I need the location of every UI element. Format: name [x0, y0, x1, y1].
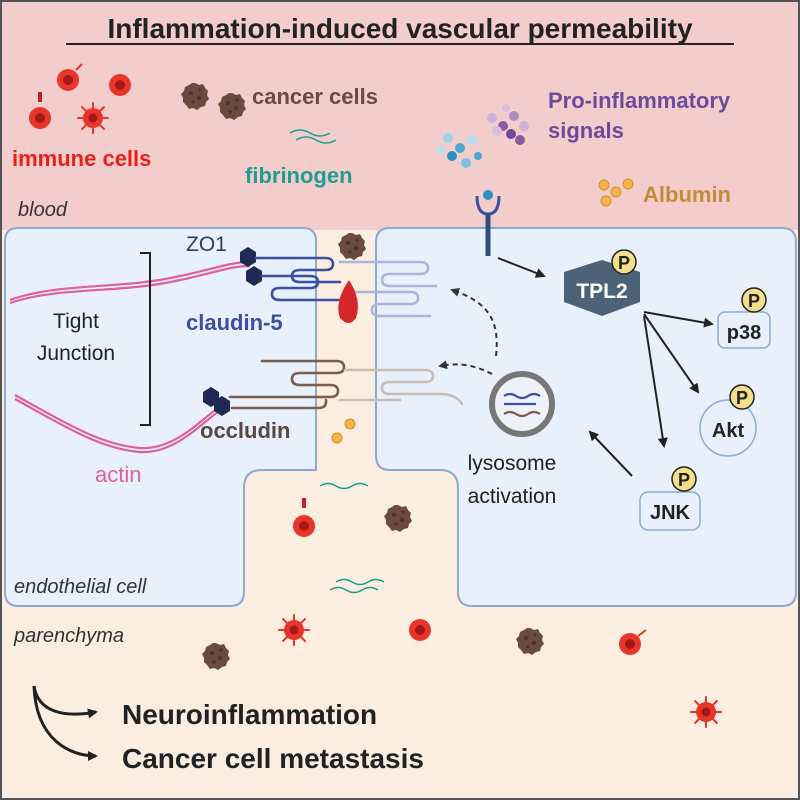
fibrinogen-strand [319, 482, 369, 490]
zo1-proteins [203, 247, 262, 416]
blood-label: blood [18, 199, 68, 221]
occludin-right-faded [338, 368, 464, 406]
claudin-strand [346, 290, 432, 318]
p38-phospho-label: P [748, 291, 760, 311]
immune-cell [29, 107, 51, 129]
immune-cell-tail [38, 92, 42, 102]
kinase-arrows [643, 311, 714, 448]
immune-cell [409, 619, 431, 641]
immune-cell [109, 74, 131, 96]
tight-junction-label-line1: Tight [53, 310, 99, 333]
fibrinogen-strand [335, 578, 385, 586]
immune-cell-tail [302, 498, 306, 508]
fibrinogen-label: fibrinogen [245, 163, 353, 188]
title: Inflammation-induced vascular permeabili… [107, 13, 692, 44]
actin-filament [14, 398, 223, 454]
actin-filament [9, 260, 251, 302]
fibrinogen-gap [319, 482, 385, 594]
immune-cell [57, 69, 79, 91]
claudin-strand [260, 274, 342, 302]
albumin-label: Albumin [643, 182, 731, 207]
albumin-dots [598, 178, 634, 207]
endothelial-cell-label: endothelial cell [14, 576, 147, 598]
actin-filament [14, 394, 223, 450]
pro-inflammatory-label-line1: Pro-inflammatory [548, 88, 731, 113]
akt-node [699, 399, 757, 457]
immune-cell [619, 633, 641, 655]
occludin-label: occludin [200, 418, 290, 443]
fibrinogen-strand [289, 129, 331, 137]
parenchyma-label: parenchyma [13, 625, 124, 647]
zo1-protein [240, 247, 256, 267]
neuroinflammation-label: Neuroinflammation [122, 699, 377, 730]
jnk-label: JNK [650, 502, 691, 524]
actin-label: actin [95, 462, 141, 487]
occludin-strand [230, 398, 328, 410]
immune-cells-label: immune cells [12, 146, 151, 171]
fibrinogen-strand [295, 136, 337, 144]
immune-cell-group-blood [29, 63, 131, 134]
claudin-strand [338, 260, 438, 288]
albumin-gap [331, 418, 356, 444]
actin-filament [9, 264, 251, 305]
cancer-cells-label: cancer cells [252, 84, 378, 109]
immune-cell-star [278, 614, 310, 646]
occludin-left [228, 359, 346, 410]
tight-junction-bracket [140, 252, 151, 426]
blood-region [0, 0, 800, 230]
p38-label: p38 [727, 322, 761, 344]
left-endothelial-cell [4, 227, 317, 607]
claudin-5-label: claudin-5 [186, 310, 283, 335]
arrow-metastasis [32, 685, 98, 761]
immune-cell [293, 515, 315, 537]
actin-filaments [9, 260, 251, 454]
tpl2-label: TPL2 [576, 280, 627, 303]
arrow-tpl2-to-jnk [643, 315, 668, 448]
immune-cell-star [690, 696, 722, 728]
jnk-phospho-label: P [678, 470, 690, 490]
akt-phospho-label: P [736, 388, 748, 408]
receptor [475, 190, 501, 256]
claudin-5-left [254, 256, 342, 302]
lysosome-label-line1: lysosome [468, 452, 557, 475]
immune-cell-spike [637, 629, 647, 637]
occludin-strand [343, 368, 464, 406]
tight-junction-label-line2: Junction [37, 342, 115, 365]
fibrinogen-strand [329, 586, 379, 594]
immune-cell-squeezing [338, 280, 358, 323]
claudin-5-right-faded [338, 260, 438, 318]
arrow-receptor-to-tpl2 [497, 257, 546, 278]
immune-cell-spike [75, 63, 83, 71]
zo1-label: ZO1 [186, 233, 227, 256]
arrow-lysosome-to-occludin [438, 360, 493, 375]
arrow-tpl2-to-p38 [643, 311, 714, 328]
akt-label: Akt [712, 420, 745, 442]
pro-inflammatory-label-line2: signals [548, 118, 624, 143]
arrow-jnk-to-lysosome [588, 430, 633, 477]
tpl2-phospho-label: P [618, 253, 630, 273]
lysosome-label-line2: activation [468, 485, 557, 508]
fibrinogen-strands [289, 129, 337, 144]
occludin-strand [228, 359, 346, 399]
p38-node [717, 311, 771, 349]
zo1-protein [246, 266, 262, 286]
claudin-strand [254, 256, 342, 284]
arrow-lysosome-to-claudin [450, 287, 498, 357]
arrow-tpl2-to-akt [643, 313, 700, 394]
immune-cell-star [77, 102, 109, 134]
jnk-node [639, 491, 701, 531]
metastasis-label: Cancer cell metastasis [122, 743, 424, 774]
lysosome [489, 371, 555, 437]
zo1-protein [214, 396, 230, 416]
pro-inflammatory-dots [437, 104, 529, 168]
